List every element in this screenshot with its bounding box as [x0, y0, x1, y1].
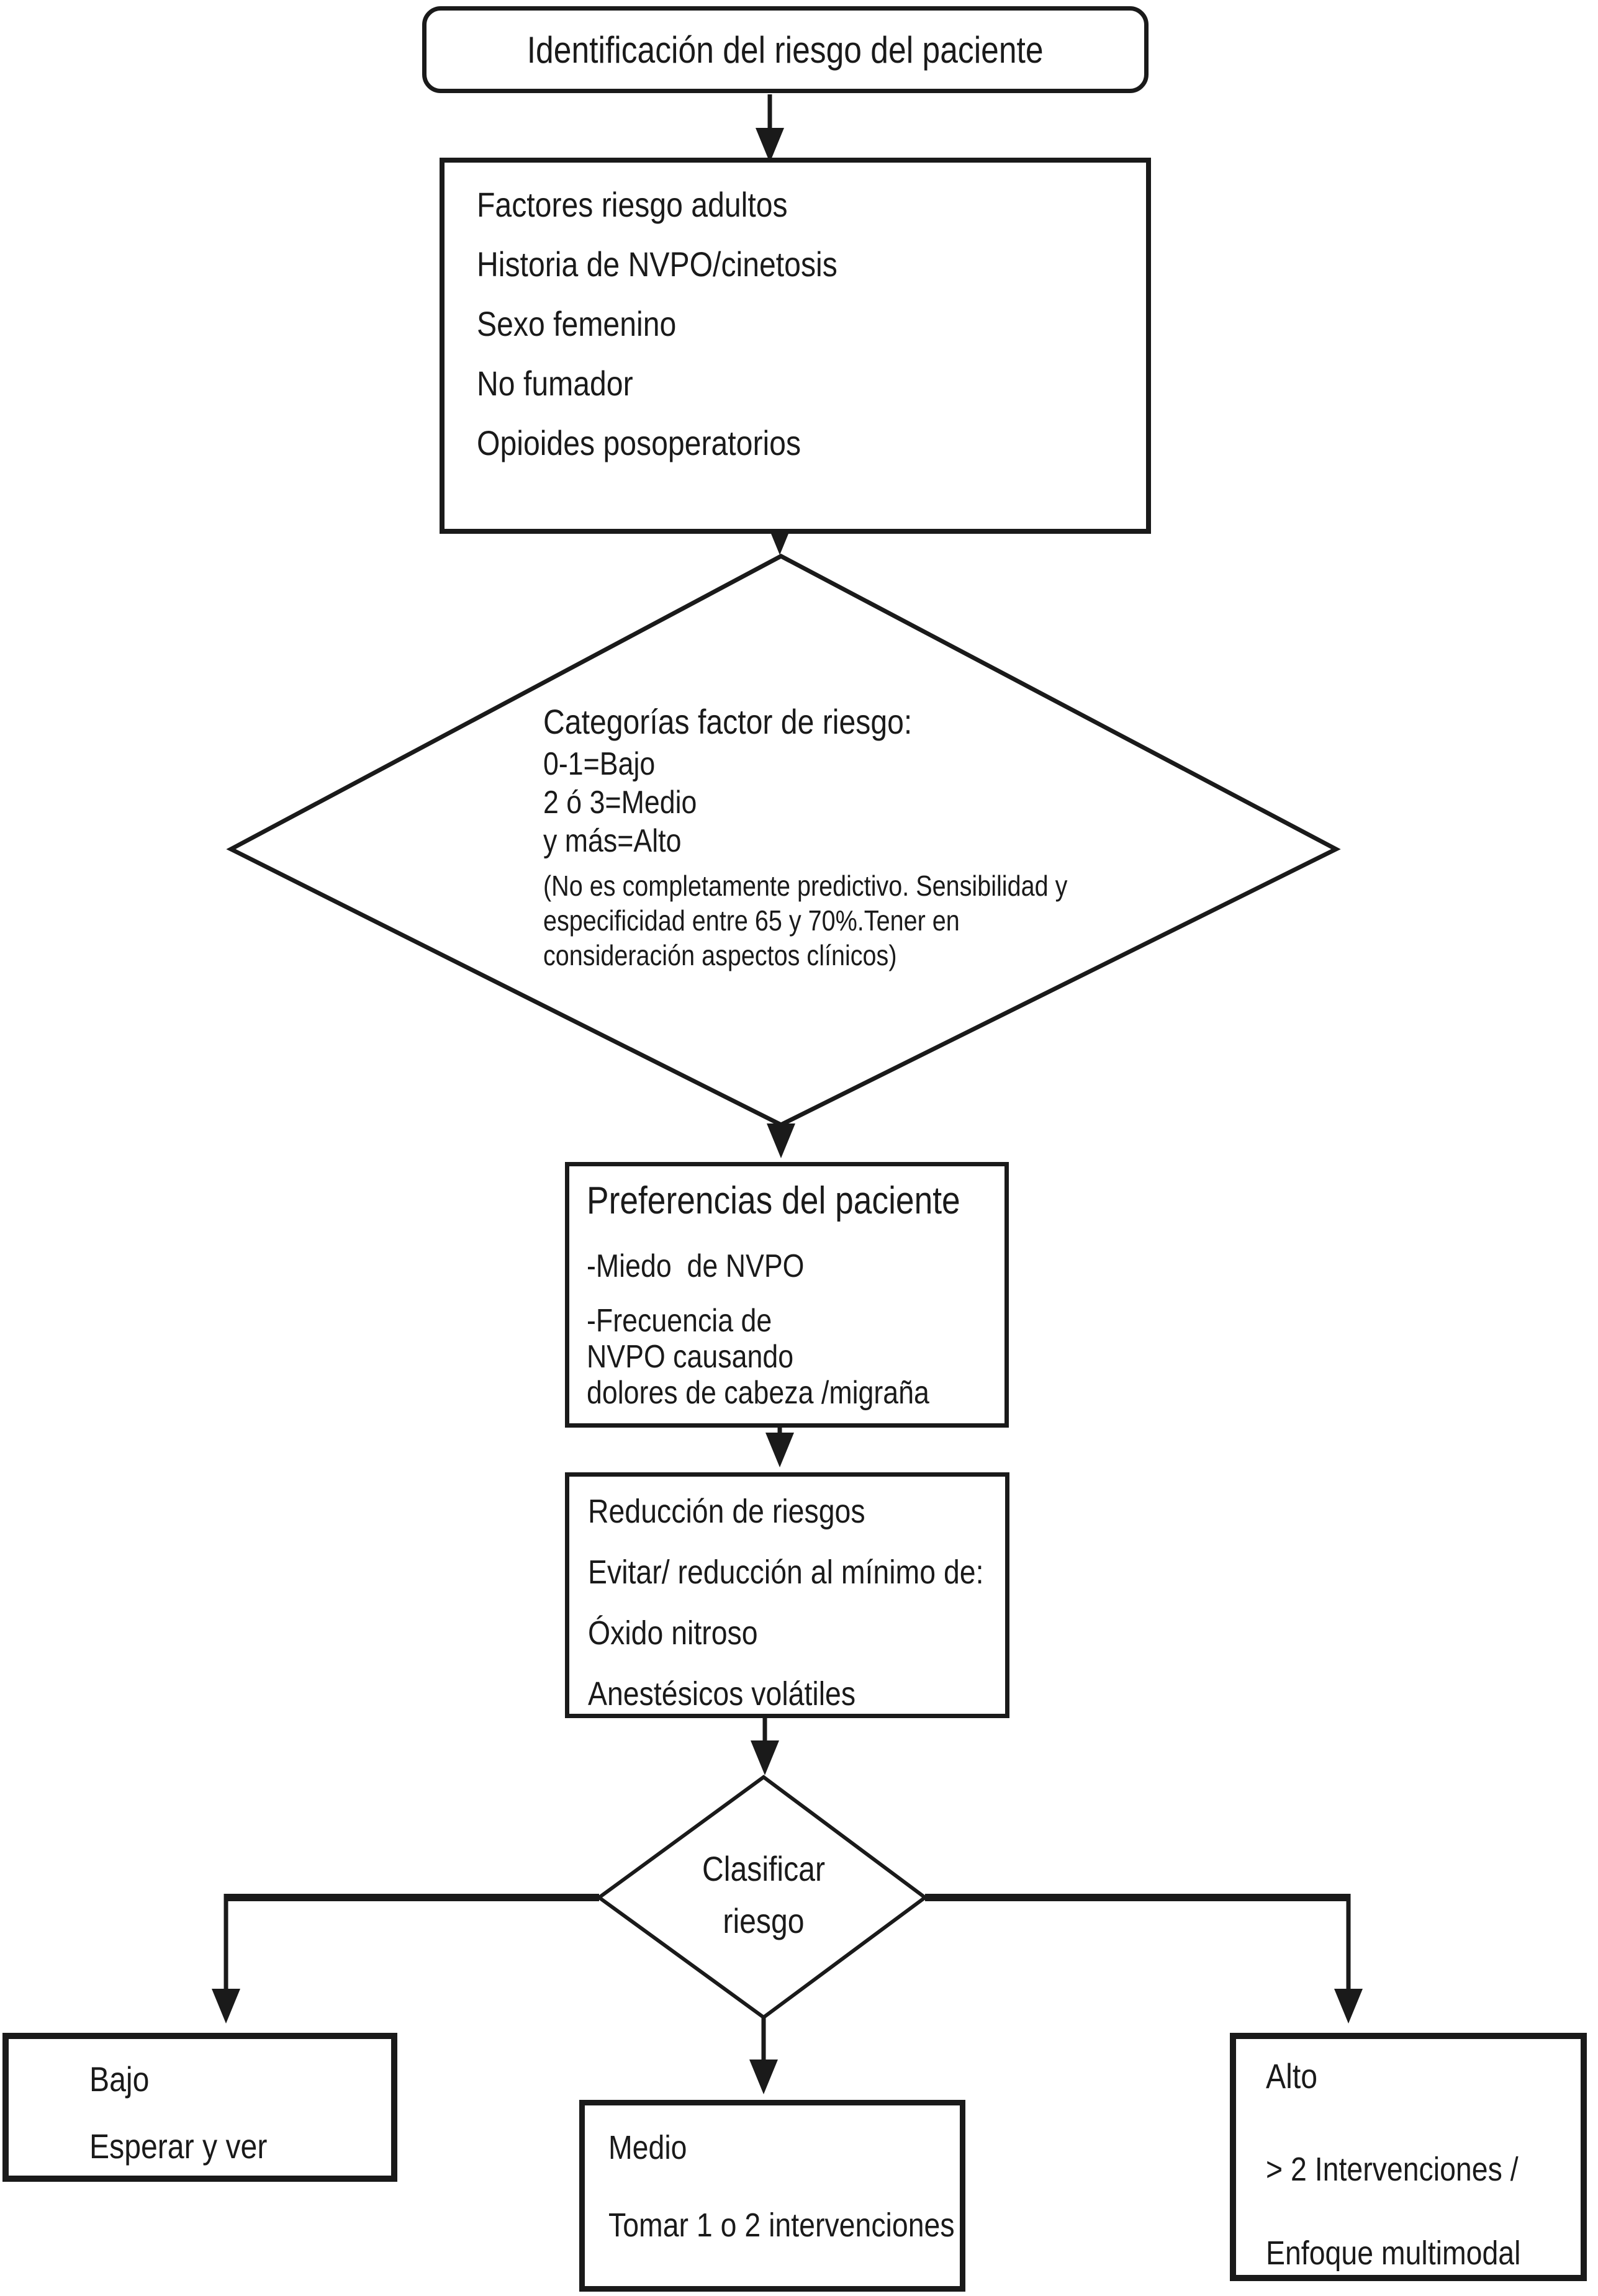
patient-preference-item: dolores de cabeza /migraña — [587, 1375, 929, 1411]
classify-risk-label-line: Clasificar — [702, 1849, 826, 1888]
risk-factor-item: Sexo femenino — [477, 304, 677, 343]
risk-categories-note-line: especificidad entre 65 y 70%.Tener en — [543, 904, 960, 937]
risk-category-level: 0-1=Bajo — [543, 746, 656, 782]
risk-reduction-line: Anestésicos volátiles — [588, 1675, 856, 1713]
patient-preference-item: NVPO causando — [587, 1339, 794, 1375]
risk-categories-note-line: (No es completamente predictivo. Sensibi… — [543, 870, 1068, 902]
arrow-categories-to-preferences-head — [767, 1123, 795, 1158]
risk-category-level: y más=Alto — [543, 823, 682, 859]
medium-risk-title: Medio — [608, 2129, 687, 2166]
risk-reduction-node: Reducción de riesgos Evitar/ reducción a… — [565, 1472, 1009, 1718]
branch-medium-arrow-head — [749, 2060, 778, 2094]
risk-reduction-line: Reducción de riesgos — [588, 1493, 865, 1530]
risk-factor-item: No fumador — [477, 364, 633, 403]
risk-categories-decision-content: Categorías factor de riesgo: 0-1=Bajo 2 … — [543, 700, 1139, 979]
start-node: Identificación del riesgo del paciente — [422, 6, 1149, 93]
risk-factor-item: Historia de NVPO/cinetosis — [477, 245, 837, 284]
risk-factor-item: Opioides posoperatorios — [477, 423, 801, 462]
arrow-start-to-riskfactors-head — [756, 128, 784, 163]
low-risk-title: Bajo — [89, 2060, 150, 2099]
risk-reduction-line: Evitar/ reducción al mínimo de: — [588, 1554, 984, 1591]
arrow-reduction-to-classify-head — [751, 1740, 779, 1775]
high-risk-title: Alto — [1266, 2056, 1317, 2096]
classify-risk-label-line: riesgo — [723, 1901, 805, 1940]
low-risk-action: Esperar y ver — [89, 2127, 268, 2166]
high-risk-node: Alto > 2 Intervenciones / Enfoque multim… — [1230, 2033, 1587, 2281]
patient-preferences-node: Preferencias del paciente -Miedo de NVPO… — [565, 1162, 1009, 1428]
risk-categories-note-line: consideración aspectos clínicos) — [543, 939, 897, 971]
risk-factor-item: Factores riesgo adultos — [477, 185, 788, 224]
patient-preference-item: -Frecuencia de — [587, 1303, 772, 1339]
high-risk-action-line: > 2 Intervenciones / — [1266, 2151, 1519, 2188]
patient-preference-item: -Miedo de NVPO — [587, 1248, 805, 1284]
medium-risk-action: Tomar 1 o 2 intervenciones — [608, 2207, 955, 2244]
start-label: Identificación del riesgo del paciente — [527, 29, 1044, 71]
arrow-preferences-to-reduction-head — [765, 1433, 794, 1467]
risk-categories-title: Categorías factor de riesgo: — [543, 702, 913, 741]
risk-reduction-line: Óxido nitroso — [588, 1614, 758, 1652]
high-risk-action-line: Enfoque multimodal — [1266, 2235, 1521, 2272]
risk-factors-node: Factores riesgo adultos Historia de NVPO… — [440, 158, 1151, 534]
patient-preferences-title: Preferencias del paciente — [587, 1179, 960, 1222]
branch-high-arrow-head — [1334, 1989, 1363, 2024]
medium-risk-node: Medio Tomar 1 o 2 intervenciones — [579, 2100, 965, 2292]
risk-category-level: 2 ó 3=Medio — [543, 785, 697, 821]
low-risk-node: Bajo Esperar y ver — [2, 2033, 397, 2182]
branch-low-arrow-head — [212, 1989, 240, 2024]
classify-risk-decision-content: Clasificar riesgo — [639, 1848, 888, 1948]
